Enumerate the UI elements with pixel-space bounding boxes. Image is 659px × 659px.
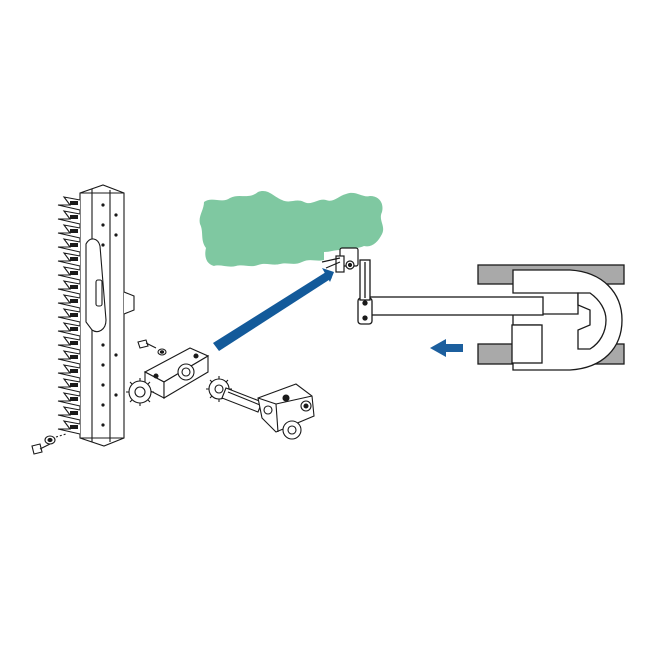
cab bbox=[511, 324, 543, 364]
blade-teeth-dark bbox=[70, 201, 78, 429]
drive-housing bbox=[143, 347, 210, 399]
sprocket-left bbox=[126, 378, 154, 406]
hardware-bolts bbox=[31, 339, 167, 455]
drive-shaft bbox=[206, 376, 315, 440]
callout-beam bbox=[213, 272, 332, 351]
boom bbox=[369, 296, 544, 316]
cutter-head-small bbox=[321, 247, 359, 273]
callout-tip bbox=[322, 268, 334, 282]
excavator-top-view bbox=[477, 264, 625, 371]
hedge-foliage bbox=[199, 190, 384, 267]
cab-outline bbox=[577, 292, 607, 350]
rail-bolt-holes bbox=[101, 203, 118, 427]
cutter-bar-assembly bbox=[57, 184, 135, 447]
boom-arm bbox=[357, 259, 544, 325]
direction-arrow bbox=[430, 339, 463, 357]
